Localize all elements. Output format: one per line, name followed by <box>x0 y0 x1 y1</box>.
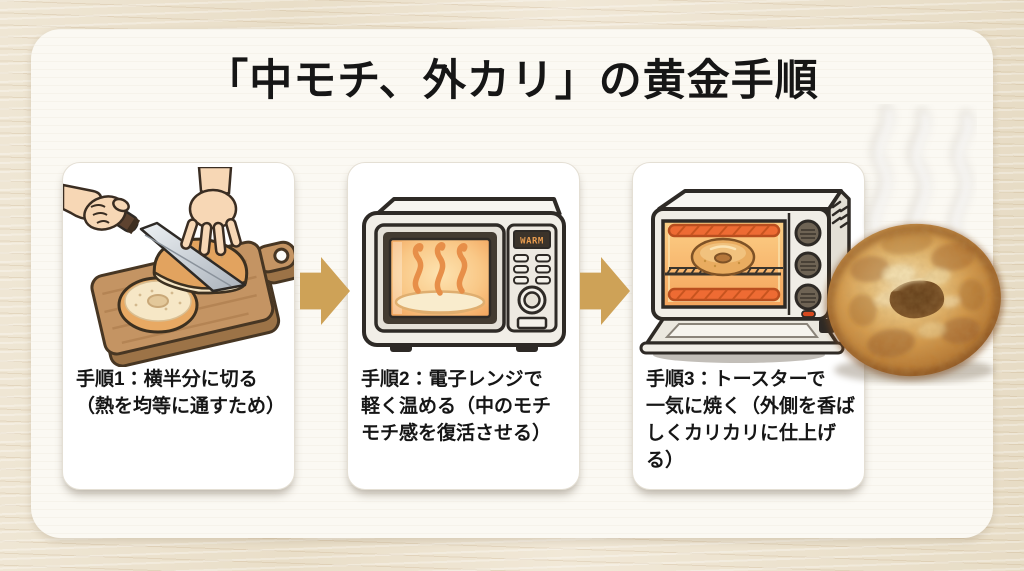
steam-icon <box>412 242 468 296</box>
step-3-caption: 手順3：トースターで 一気に焼く（外側を香ば しくカリカリに仕上げる） <box>646 369 856 471</box>
microwave-icon: WARM <box>362 197 566 352</box>
bagel-half-flat <box>117 276 199 334</box>
step-1-caption: 手順1：横半分に切る （熱を均等に通すため） <box>76 369 286 417</box>
left-hand <box>63 183 130 231</box>
right-hand <box>180 167 242 257</box>
bagel-in-oven <box>690 237 756 277</box>
bagel-cutting-illustration <box>63 167 294 367</box>
step-card-2: WARM 手順2：電子レンジで 軽く温める（中のモチ モチ感を復活させる） <box>347 162 580 490</box>
toasted-bagel-photo <box>824 104 1004 383</box>
oven-door-open <box>639 317 845 355</box>
step-2-caption: 手順2：電子レンジで 軽く温める（中のモチ モチ感を復活させる） <box>361 369 552 444</box>
page-title: 「中モチ、外カリ」の黄金手順 <box>205 58 819 105</box>
steam-icon <box>865 104 975 253</box>
step-card-3: 手順3：トースターで 一気に焼く（外側を香ば しくカリカリに仕上げる） <box>632 162 865 490</box>
microwave-display-text: WARM <box>520 237 544 247</box>
oven-knobs <box>794 219 822 311</box>
microwave-illustration: WARM <box>362 197 566 352</box>
heating-elements <box>667 223 781 302</box>
vent-slots <box>831 200 849 229</box>
toasted-bagel <box>824 223 1004 380</box>
step-card-1: 手順1：横半分に切る （熱を均等に通すため） <box>62 162 295 490</box>
